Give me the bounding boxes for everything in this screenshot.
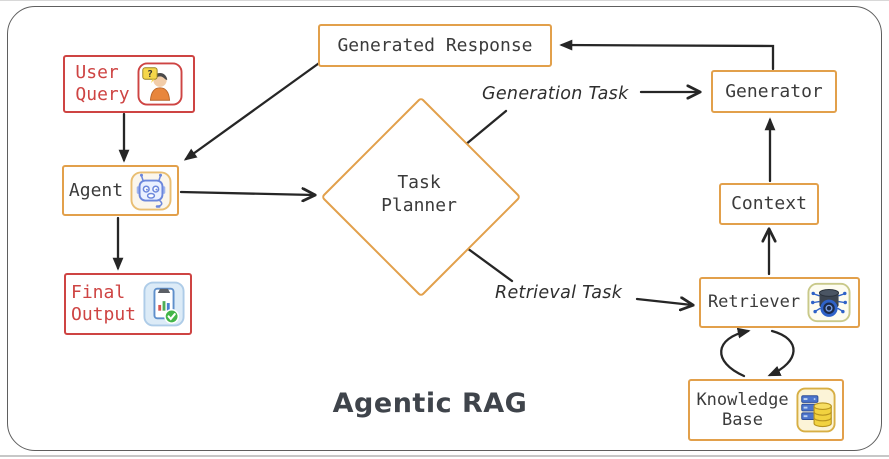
node-generator: Generator [711, 70, 837, 113]
page-edge-top [0, 0, 889, 1]
retrieval-task-label: Retrieval Task [495, 283, 623, 303]
user-query-label: User Query [75, 62, 130, 105]
person-with-question-bubble-icon: ? [137, 62, 183, 106]
diagram-frame [7, 6, 882, 451]
knowledge-base-label: Knowledge Base [696, 389, 789, 430]
generation-task-label: Generation Task [482, 84, 629, 104]
node-user-query: User Query ? [63, 55, 195, 113]
node-final-output: Final Output [64, 273, 192, 335]
task-planner-label: Task Planner [381, 172, 457, 216]
node-generated-response: Generated Response [318, 24, 552, 67]
server-database-icon [796, 387, 836, 433]
node-retriever: Retriever [699, 277, 860, 328]
generated-response-label: Generated Response [337, 34, 533, 56]
clipboard-check-icon [143, 281, 185, 327]
retriever-label: Retriever [707, 292, 801, 313]
generator-label: Generator [725, 80, 823, 102]
final-output-label: Final Output [70, 282, 137, 325]
node-agent: Agent [62, 165, 179, 216]
agent-label: Agent [68, 179, 124, 201]
database-network-icon [807, 282, 851, 323]
node-knowledge-base: Knowledge Base [688, 379, 844, 441]
diagram-title: Agentic RAG [332, 388, 528, 419]
node-context: Context [719, 183, 819, 225]
question-mark-glyph: ? [147, 69, 153, 80]
context-label: Context [731, 193, 807, 215]
robot-icon [130, 170, 172, 211]
page-edge-bottom [0, 455, 889, 457]
